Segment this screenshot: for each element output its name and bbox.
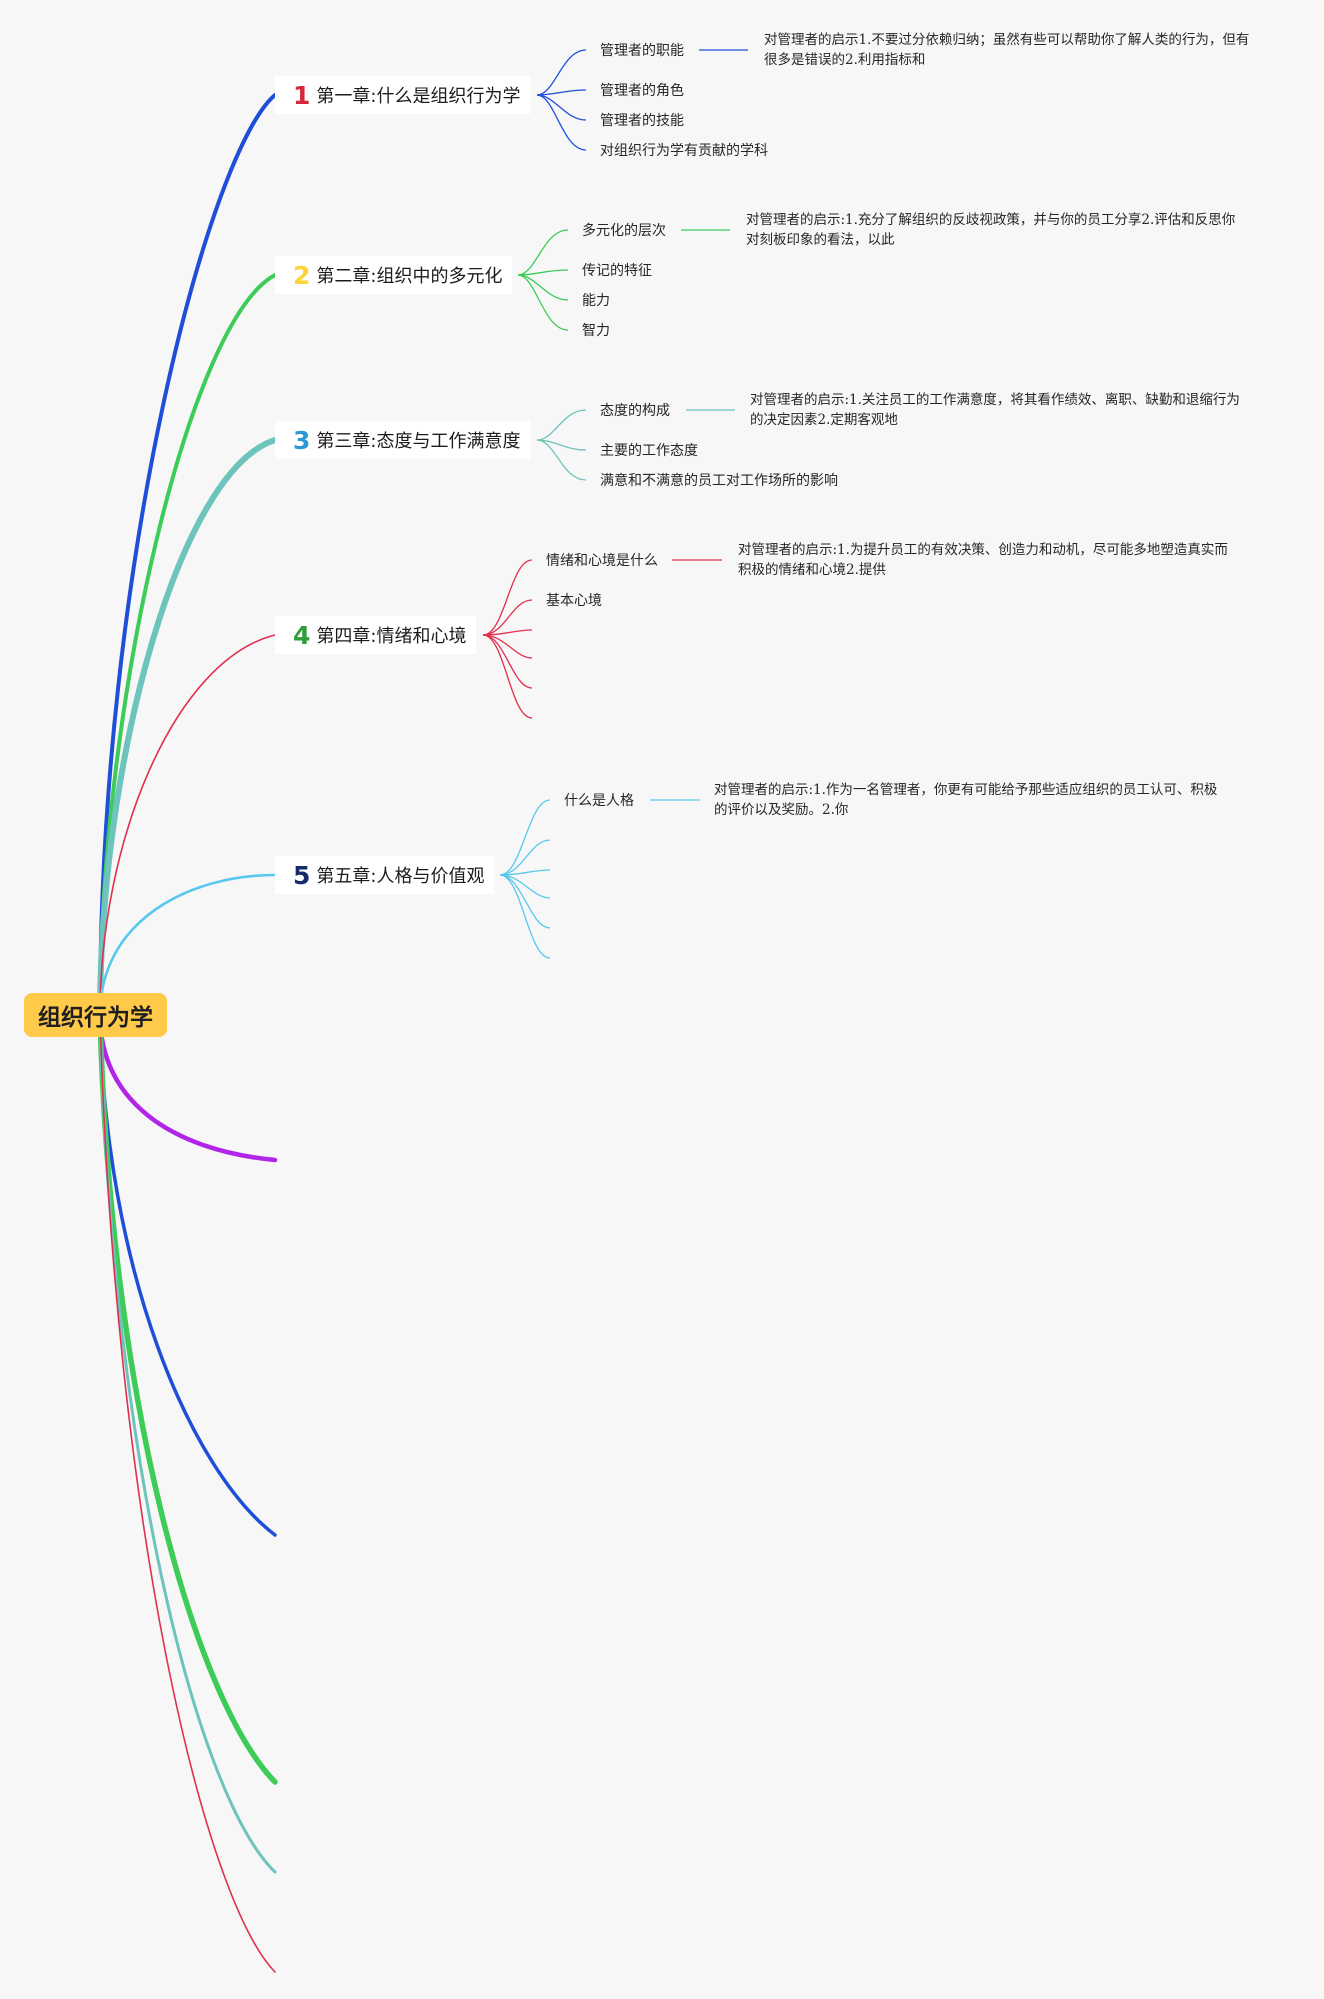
note-text[interactable]: 对管理者的启示:1.作为一名管理者，你更有可能给予那些适应组织的员工认可、积极的… — [714, 782, 1218, 818]
chapter-number-2: 2 — [293, 260, 311, 290]
root-node[interactable]: 组织行为学 — [24, 993, 167, 1037]
topic-line — [536, 49, 587, 96]
topic-item[interactable]: 基本心境 — [546, 593, 602, 609]
note-text[interactable]: 对管理者的启示:1.关注员工的工作满意度，将其看作绩效、离职、缺勤和退缩行为的决… — [750, 392, 1240, 428]
chapter-node-4[interactable]: 4 第四章:情绪和心境 — [275, 616, 477, 654]
branch-line-ch1 — [98, 93, 277, 1017]
topic-item[interactable]: 管理者的角色 — [600, 83, 684, 99]
chapter-number-3: 3 — [293, 425, 311, 455]
topic-line — [482, 559, 533, 636]
topic-item[interactable]: 态度的构成 — [600, 403, 670, 419]
root-label: 组织行为学 — [38, 1005, 153, 1031]
topic-line — [536, 439, 587, 451]
topic-line — [499, 874, 551, 929]
chapter-title-2: 第二章:组织中的多元化 — [316, 266, 503, 287]
chapter-node-5[interactable]: 5 第五章:人格与价值观 — [275, 856, 495, 894]
topic-item[interactable]: 什么是人格 — [564, 793, 634, 809]
branch-line-ch4 — [99, 634, 276, 1016]
topic-item[interactable]: 管理者的技能 — [600, 113, 684, 129]
topic-item[interactable]: 智力 — [582, 323, 610, 339]
branch-line-extra-5 — [99, 1014, 276, 1973]
chapter-number-4: 4 — [293, 620, 311, 650]
chapter-title-1: 第一章:什么是组织行为学 — [316, 86, 521, 107]
root-branch-lines — [97, 93, 278, 1973]
chapter-1-lines — [536, 49, 748, 151]
chapter-5-lines — [499, 799, 700, 959]
chapter-title-4: 第四章:情绪和心境 — [316, 626, 467, 647]
topic-line — [482, 599, 533, 636]
chapter-title-3: 第三章:态度与工作满意度 — [316, 431, 521, 452]
note-text[interactable]: 对管理者的启示:1.充分了解组织的反歧视政策，并与你的员工分享2.评估和反思你对… — [746, 212, 1236, 248]
note-text[interactable]: 对管理者的启示:1.为提升员工的有效决策、创造力和动机，尽可能多地塑造真实而积极… — [738, 542, 1228, 578]
topic-line — [536, 409, 587, 441]
topic-item[interactable]: 管理者的职能 — [600, 43, 684, 59]
topic-item[interactable]: 对组织行为学有贡献的学科 — [600, 143, 768, 159]
topic-line — [499, 799, 551, 876]
topic-line — [499, 839, 551, 876]
topic-line — [517, 274, 569, 331]
topic-item[interactable]: 情绪和心境是什么 — [546, 553, 658, 569]
topic-item[interactable]: 能力 — [582, 293, 610, 309]
chapter-number-5: 5 — [293, 860, 311, 890]
branch-line-ch3 — [97, 437, 278, 1018]
topic-item[interactable]: 传记的特征 — [582, 263, 652, 279]
chapter-3-lines — [536, 409, 735, 481]
chapter-title-5: 第五章:人格与价值观 — [316, 866, 485, 887]
topic-line — [536, 94, 587, 151]
chapter-node-1[interactable]: 1 第一章:什么是组织行为学 — [275, 76, 531, 114]
topic-line — [482, 634, 533, 719]
chapter-node-3[interactable]: 3 第三章:态度与工作满意度 — [275, 421, 531, 459]
topic-item[interactable]: 满意和不满意的员工对工作场所的影响 — [600, 473, 838, 489]
topic-line — [482, 634, 533, 689]
topic-line — [499, 874, 551, 959]
note-text[interactable]: 对管理者的启示1.不要过分依赖归纳；虽然有些可以帮助你了解人类的行为，但有很多是… — [764, 32, 1250, 68]
branch-line-ch5 — [98, 873, 277, 1017]
topic-line — [517, 229, 569, 276]
chapter-number-1: 1 — [293, 80, 311, 110]
chapter-2-lines — [517, 229, 730, 331]
chapter-4-lines — [482, 559, 722, 719]
topic-item[interactable]: 多元化的层次 — [582, 223, 666, 239]
topic-item[interactable]: 主要的工作态度 — [600, 443, 698, 459]
topic-line — [536, 439, 587, 481]
chapter-node-2[interactable]: 2 第二章:组织中的多元化 — [275, 256, 513, 294]
